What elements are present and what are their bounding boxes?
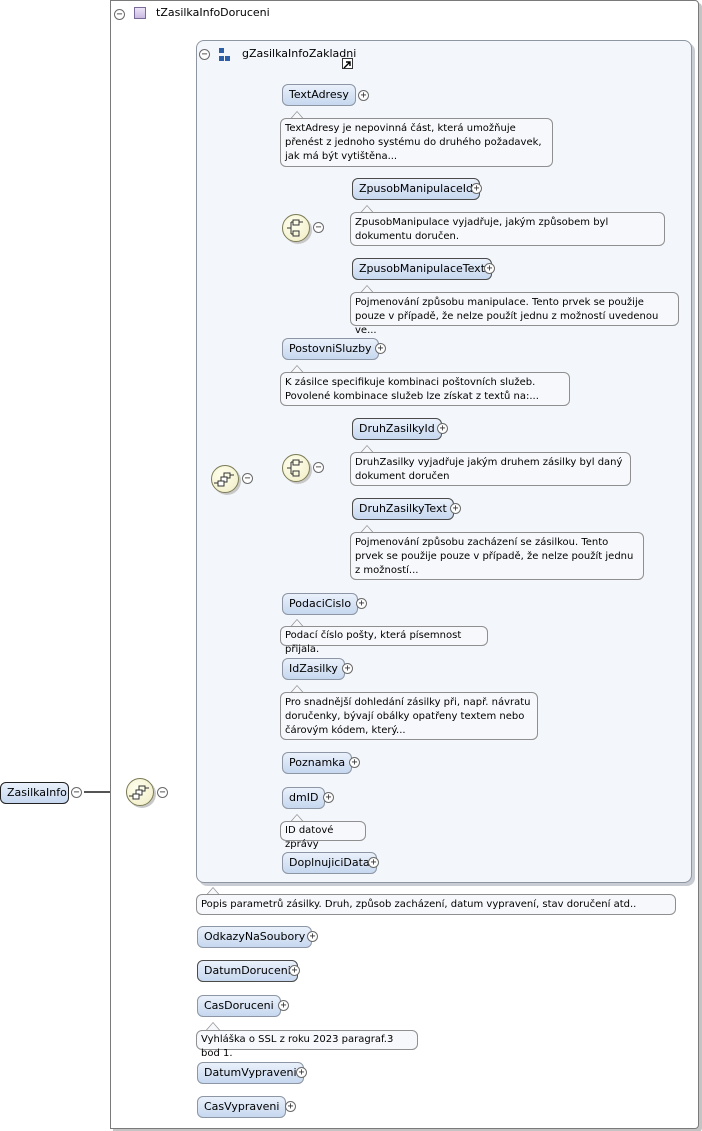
expand-icon[interactable]: + <box>368 857 379 868</box>
annotation-notch <box>290 365 304 373</box>
collapse-sequence-icon[interactable]: − <box>242 473 253 484</box>
annotation-idzasilky: Pro snadnější dohledání zásilky při, nap… <box>280 692 538 740</box>
annotation-notch <box>290 619 304 627</box>
annotation-casdoruceni: Vyhláška o SSL z roku 2023 paragraf.3 bo… <box>196 1030 418 1059</box>
collapse-type-icon[interactable]: − <box>114 9 125 20</box>
annotation-textadresy: TextAdresy je nepovinná část, která umož… <box>280 118 553 167</box>
reference-arrow-icon[interactable] <box>342 58 353 69</box>
expand-icon[interactable]: + <box>289 965 300 976</box>
annotation-notch <box>206 887 220 895</box>
element-zpusobmanipulacetext[interactable]: ZpusobManipulaceText <box>352 258 493 280</box>
element-druhzasilkyid[interactable]: DruhZasilkyId <box>352 418 442 440</box>
expand-icon[interactable]: + <box>471 183 482 194</box>
element-textadresy[interactable]: TextAdresy <box>282 84 356 106</box>
expand-icon[interactable]: + <box>342 663 353 674</box>
sequence-compositor-icon <box>126 778 154 806</box>
choice-compositor-icon <box>282 454 310 482</box>
element-datumdoruceni[interactable]: DatumDoruceni <box>197 960 298 982</box>
collapse-group-icon[interactable]: − <box>199 49 210 60</box>
expand-icon[interactable]: + <box>278 1000 289 1011</box>
element-dmid[interactable]: dmID <box>282 787 326 809</box>
element-doplnujicidata[interactable]: DoplnujiciData <box>282 852 377 874</box>
annotation-notch <box>290 814 304 822</box>
expand-icon[interactable]: + <box>375 343 386 354</box>
element-datumvypraveni[interactable]: DatumVypraveni <box>197 1062 304 1084</box>
expand-icon[interactable]: + <box>450 503 461 514</box>
sequence-compositor-icon <box>211 465 239 493</box>
collapse-choice-icon[interactable]: − <box>313 222 324 233</box>
expand-icon[interactable]: + <box>296 1067 307 1078</box>
annotation-dmid: ID datové zprávy <box>280 821 366 850</box>
expand-icon[interactable]: + <box>349 757 360 768</box>
element-druhzasilkytext[interactable]: DruhZasilkyText <box>352 498 454 520</box>
element-zasilkainfo[interactable]: ZasilkaInfo <box>0 782 69 804</box>
element-idzasilky[interactable]: IdZasilky <box>282 658 345 680</box>
element-podacicislo[interactable]: PodaciCislo <box>282 593 359 615</box>
element-postovnisluzby[interactable]: PostovniSluzby <box>282 338 379 360</box>
expand-icon[interactable]: + <box>285 1101 296 1112</box>
expand-icon[interactable]: + <box>437 423 448 434</box>
annotation-zpusobmanipulaceid: ZpusobManipulace vyjadřuje, jakým způsob… <box>350 212 665 246</box>
collapse-sequence-icon[interactable]: − <box>157 787 168 798</box>
type-title: tZasilkaInfoDoruceni <box>156 6 270 19</box>
complex-type-icon <box>134 7 146 19</box>
choice-compositor-icon <box>282 214 310 242</box>
annotation-notch <box>206 1022 220 1030</box>
annotation-notch <box>290 111 304 119</box>
annotation-notch <box>360 205 374 213</box>
annotation-zpusobmanipulacetext: Pojmenování způsobu manipulace. Tento pr… <box>350 292 679 336</box>
annotation-druhzasilkytext: Pojmenování způsobu zacházení se zásilko… <box>350 532 644 580</box>
annotation-druhzasilkyid: DruhZasilky vyjadřuje jakým druhem zásil… <box>350 452 631 486</box>
annotation-notch <box>290 685 304 693</box>
expand-icon[interactable]: + <box>358 90 369 101</box>
group-title: gZasilkaInfoZakladni <box>242 47 357 60</box>
expand-icon[interactable]: + <box>307 931 318 942</box>
annotation-group: Popis parametrů zásilky. Druh, způsob za… <box>196 894 676 915</box>
element-poznamka[interactable]: Poznamka <box>282 752 353 774</box>
expand-icon[interactable]: + <box>323 792 334 803</box>
annotation-postovnisluzby: K zásilce specifikuje kombinaci poštovní… <box>280 372 570 406</box>
element-zpusobmanipulaceid[interactable]: ZpusobManipulaceId <box>352 178 480 200</box>
annotation-podacicislo: Podací číslo pošty, která písemnost přij… <box>280 626 488 655</box>
annotation-notch <box>360 285 374 293</box>
collapse-choice-icon[interactable]: − <box>313 462 324 473</box>
element-casdoruceni[interactable]: CasDoruceni <box>197 995 281 1017</box>
collapse-root-icon[interactable]: − <box>71 787 82 798</box>
expand-icon[interactable]: + <box>484 263 495 274</box>
group-icon <box>219 48 231 62</box>
element-casvypraveni[interactable]: CasVypraveni <box>197 1096 287 1118</box>
annotation-notch <box>360 445 374 453</box>
expand-icon[interactable]: + <box>356 598 367 609</box>
annotation-notch <box>360 525 374 533</box>
element-odkazynasoubory[interactable]: OdkazyNaSoubory <box>197 926 313 948</box>
